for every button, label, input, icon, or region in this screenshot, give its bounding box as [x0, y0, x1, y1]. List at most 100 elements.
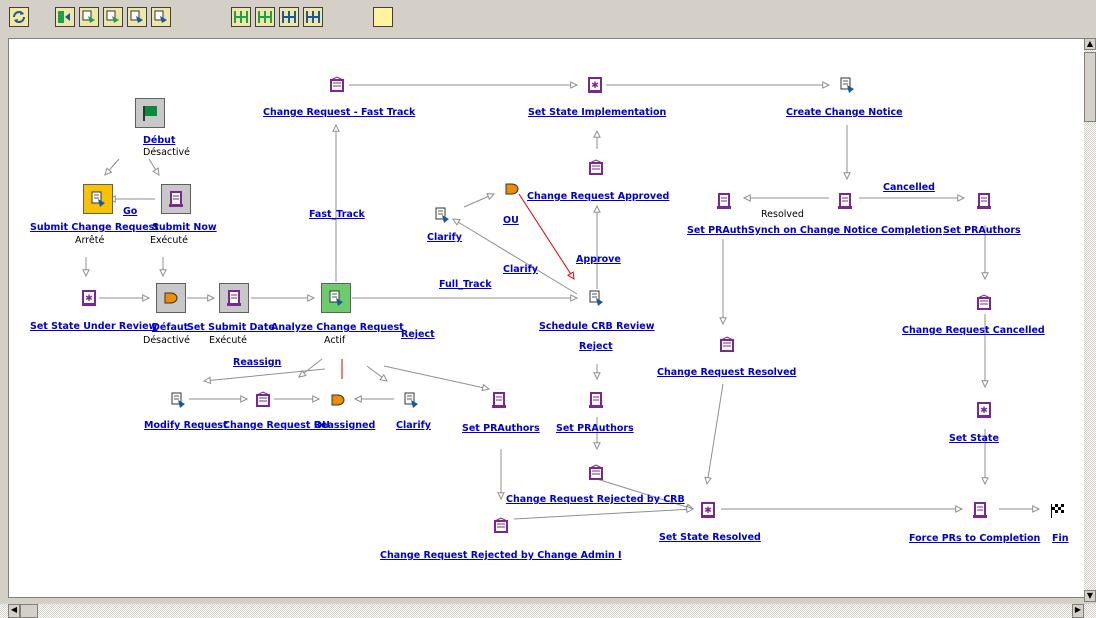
email-icon[interactable]	[587, 159, 605, 177]
email-icon[interactable]	[718, 336, 736, 354]
activity-icon[interactable]	[169, 391, 187, 409]
ou-bottom-label[interactable]: OU	[314, 420, 330, 431]
submit-change-request-label[interactable]: Submit Change Request	[30, 222, 159, 233]
edge-label-fast-track[interactable]: Fast_Track	[309, 209, 365, 220]
scroll-up-button[interactable]: ▲	[1084, 38, 1096, 50]
set-state-icon[interactable]: ✱	[975, 401, 993, 419]
notification-icon[interactable]	[836, 192, 854, 210]
set-state-under-review-label[interactable]: Set State Under Review	[30, 321, 158, 332]
edge-label-reassign[interactable]: Reassign	[233, 357, 282, 368]
toolbar-button-2[interactable]	[79, 7, 99, 27]
modify-request-label[interactable]: Modify Request	[144, 420, 228, 431]
email-icon[interactable]	[328, 76, 346, 94]
vertical-scrollbar[interactable]: ▲ ▼	[1084, 38, 1096, 602]
defaut-node[interactable]	[156, 283, 186, 313]
set-state-icon[interactable]: ✱	[699, 501, 717, 519]
create-change-notice-label[interactable]: Create Change Notice	[786, 107, 903, 118]
edge	[187, 294, 216, 302]
scroll-down-button[interactable]: ▼	[1084, 590, 1096, 602]
horizontal-scrollbar[interactable]: ◀ ▶	[0, 604, 1096, 618]
set-state-resolved-label[interactable]: Set State Resolved	[659, 532, 761, 543]
set-state-icon[interactable]: ✱	[586, 76, 604, 94]
toolbar-button-9[interactable]	[303, 7, 323, 27]
email-icon[interactable]	[587, 464, 605, 482]
activity-icon[interactable]	[838, 76, 856, 94]
edge-label-cancelled[interactable]: Cancelled	[883, 182, 935, 193]
horizontal-scroll-thumb[interactable]	[20, 604, 38, 618]
edge-label-go[interactable]: Go	[123, 206, 138, 217]
notification-icon[interactable]	[587, 391, 605, 409]
notification-icon[interactable]	[715, 192, 733, 210]
or-gate-icon[interactable]	[329, 391, 347, 409]
change-request-reassigned-label[interactable]: Change Request Reassigned	[223, 420, 376, 431]
set-prauthors-a-label[interactable]: Set PRAuthors	[462, 423, 540, 434]
toolbar-button-5[interactable]	[151, 7, 171, 27]
scroll-right-button[interactable]: ▶	[1072, 604, 1084, 618]
activity-icon[interactable]	[433, 206, 451, 224]
refresh-button[interactable]	[9, 7, 29, 27]
set-submit-date-node[interactable]	[219, 283, 249, 313]
toolbar-button-7[interactable]	[255, 7, 275, 27]
activity-icon[interactable]	[587, 289, 605, 307]
notification-icon[interactable]	[975, 192, 993, 210]
change-request-rejected-admin-label[interactable]: Change Request Rejected by Change Admin …	[380, 550, 622, 561]
edge	[349, 81, 579, 89]
scroll-left-button[interactable]: ◀	[8, 604, 20, 618]
svg-text:✱: ✱	[980, 406, 988, 416]
svg-text:✱: ✱	[85, 294, 93, 304]
defaut-label[interactable]: Défaut	[152, 322, 189, 333]
edge-label-reject-1[interactable]: Reject	[401, 329, 435, 340]
grid-icon	[258, 11, 272, 23]
submit-now-node[interactable]	[161, 184, 191, 214]
toolbar-button-3[interactable]	[103, 7, 123, 27]
process-icon	[82, 10, 95, 23]
vertical-scroll-thumb[interactable]	[1084, 52, 1096, 122]
set-state-label[interactable]: Set State	[949, 433, 999, 444]
edge	[148, 158, 160, 176]
submit-now-label[interactable]: Submit Now	[152, 222, 217, 233]
set-prauth-synch-label[interactable]: Set PRAuthSynch on Change Notice Complet…	[687, 225, 943, 236]
set-state-implementation-label[interactable]: Set State Implementation	[528, 107, 667, 118]
activity-icon[interactable]	[402, 391, 420, 409]
debut-node[interactable]	[135, 98, 165, 128]
change-request-fast-track-label[interactable]: Change Request - Fast Track	[263, 107, 416, 118]
clarify-bottom-label[interactable]: Clarify	[396, 420, 431, 431]
grid-icon	[282, 11, 296, 23]
set-prauthors-right-label[interactable]: Set PRAuthors	[943, 225, 1021, 236]
notification-icon[interactable]	[971, 501, 989, 519]
change-request-rejected-crb-label[interactable]: Change Request Rejected by CRB	[506, 494, 685, 505]
force-prs-label[interactable]: Force PRs to Completion	[909, 533, 1041, 544]
email-icon[interactable]	[492, 517, 510, 535]
help-button[interactable]	[373, 7, 393, 27]
set-submit-date-label[interactable]: Set Submit Date	[187, 322, 275, 333]
set-prauthors-b-label[interactable]: Set PRAuthors	[556, 423, 634, 434]
toolbar-button-8[interactable]	[279, 7, 299, 27]
edge	[593, 129, 601, 149]
fin-label[interactable]: Fin	[1052, 533, 1069, 544]
change-request-resolved-label[interactable]: Change Request Resolved	[657, 367, 797, 378]
edge-label-full-track[interactable]: Full_Track	[439, 279, 492, 290]
analyze-change-request-label[interactable]: Analyze Change Request	[271, 322, 404, 333]
set-state-icon[interactable]: ✱	[80, 289, 98, 307]
edge-label-clarify[interactable]: Clarify	[503, 264, 538, 275]
notification-icon[interactable]	[490, 391, 508, 409]
activity-icon	[327, 289, 345, 307]
edge-label-approve[interactable]: Approve	[576, 254, 621, 265]
edge-label-reject-2[interactable]: Reject	[579, 341, 613, 352]
ou-top-label[interactable]: OU	[503, 215, 519, 226]
change-request-cancelled-label[interactable]: Change Request Cancelled	[902, 325, 1045, 336]
change-request-approved-label[interactable]: Change Request Approved	[527, 191, 670, 202]
submit-change-request-node[interactable]	[83, 184, 113, 214]
finish-flag-icon[interactable]	[1048, 501, 1066, 519]
schedule-crb-review-label[interactable]: Schedule CRB Review	[539, 321, 655, 332]
email-icon[interactable]	[975, 294, 993, 312]
analyze-change-request-node[interactable]	[321, 283, 351, 313]
toolbar-button-1[interactable]	[55, 7, 75, 27]
toolbar-button-6[interactable]	[231, 7, 251, 27]
debut-label[interactable]: Début	[143, 135, 176, 146]
email-icon[interactable]	[254, 391, 272, 409]
or-gate-icon[interactable]	[503, 180, 521, 198]
clarify-top-label[interactable]: Clarify	[427, 232, 462, 243]
toolbar-button-4[interactable]	[127, 7, 147, 27]
